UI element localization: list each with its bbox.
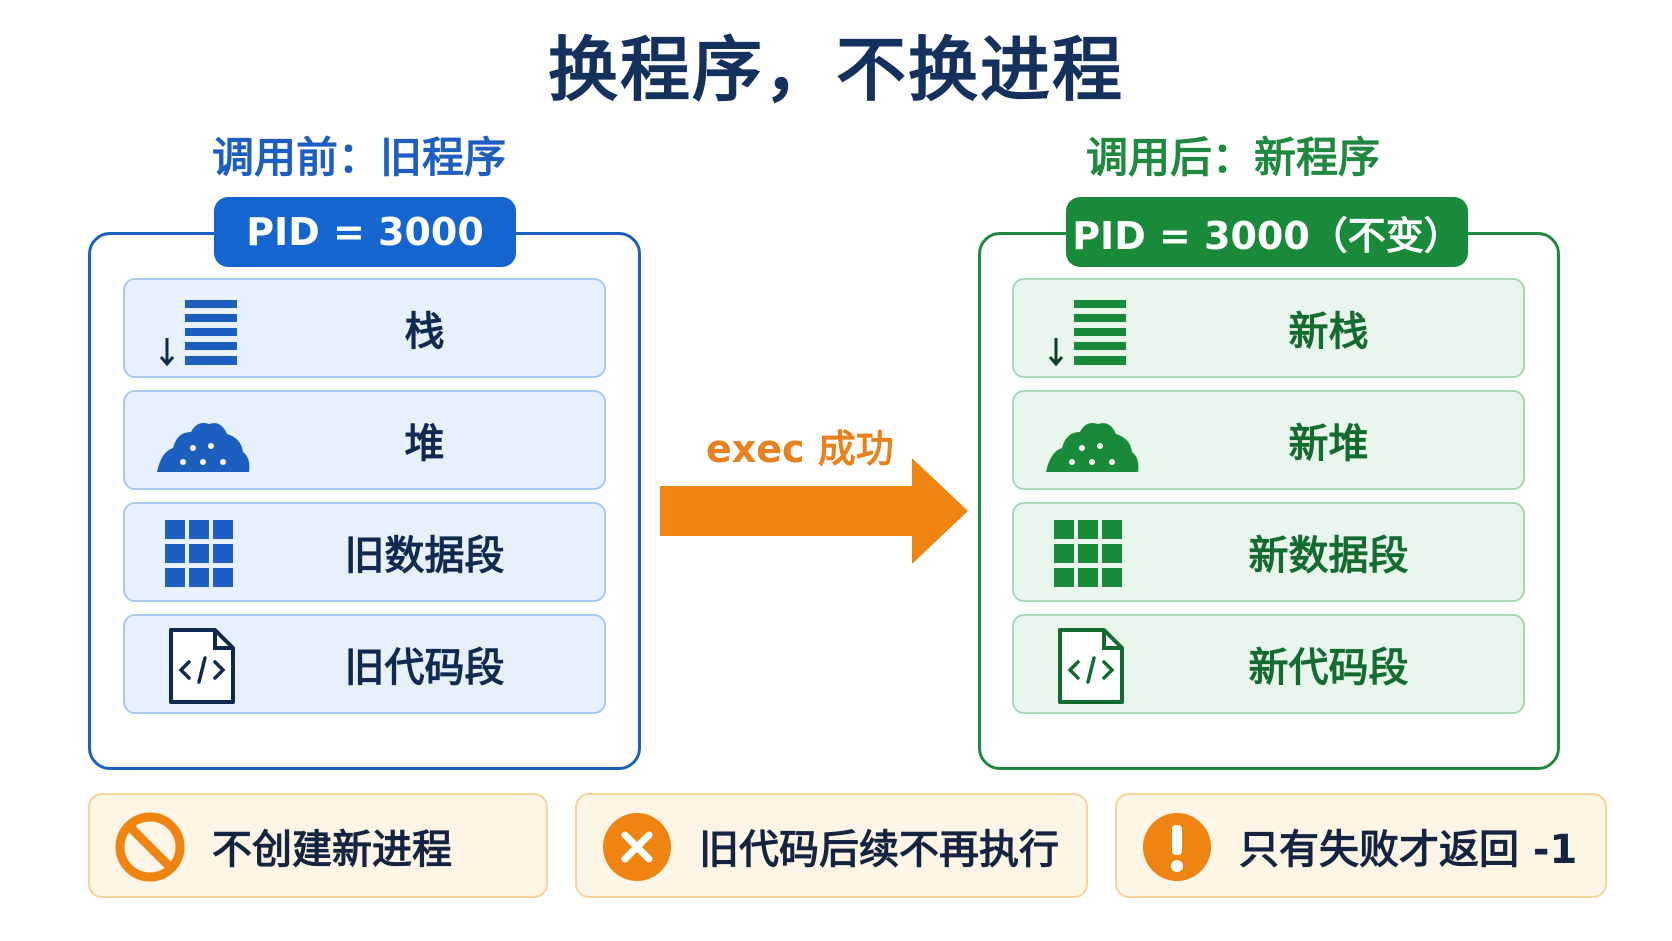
- after-code-row: 新代码段: [1012, 614, 1525, 714]
- stack-icon: [1048, 300, 1126, 367]
- x-circle-icon: [603, 813, 671, 881]
- page-title: 换程序，不换进程: [548, 29, 1124, 111]
- grid-icon: [1054, 520, 1122, 587]
- after-pid-badge: PID = 3000（不变）: [1066, 197, 1468, 267]
- code-file-icon: [169, 628, 235, 704]
- note-returns-on-failure: 只有失败才返回 -1: [1115, 793, 1607, 898]
- segment-label: 新数据段: [1248, 533, 1409, 579]
- before-heading: 调用前：旧程序: [212, 133, 507, 182]
- after-stack-row: 新栈: [1012, 278, 1525, 378]
- before-pid-badge: PID = 3000: [214, 197, 516, 267]
- before-stack-row: 栈: [123, 278, 606, 378]
- right-arrow-icon: [660, 458, 968, 564]
- note-text: 只有失败才返回 -1: [1239, 826, 1578, 873]
- segment-label: 旧数据段: [344, 533, 505, 579]
- after-heading: 调用后：新程序: [1086, 133, 1381, 182]
- after-heap-row: 新堆: [1012, 390, 1525, 490]
- segment-label: 新栈: [1288, 309, 1369, 355]
- heap-icon: [1046, 423, 1139, 472]
- exec-label: exec 成功: [706, 427, 894, 471]
- prohibited-icon: [115, 812, 185, 882]
- segment-label: 旧代码段: [344, 645, 505, 691]
- note-no-new-process: 不创建新进程: [88, 793, 548, 898]
- note-text: 旧代码后续不再执行: [699, 826, 1059, 873]
- heap-icon: [157, 423, 250, 472]
- grid-icon: [165, 520, 233, 587]
- note-text: 不创建新进程: [212, 826, 452, 873]
- segment-label: 新堆: [1288, 421, 1369, 467]
- stack-icon: [159, 300, 237, 367]
- segment-label: 新代码段: [1248, 645, 1409, 691]
- before-heap-row: 堆: [123, 390, 606, 490]
- segment-label: 堆: [404, 421, 445, 467]
- segment-label: 栈: [404, 309, 445, 355]
- code-file-icon: [1058, 628, 1124, 704]
- exclamation-icon: [1143, 813, 1211, 881]
- before-code-row: 旧代码段: [123, 614, 606, 714]
- before-data-row: 旧数据段: [123, 502, 606, 602]
- after-data-row: 新数据段: [1012, 502, 1525, 602]
- note-old-code-stops: 旧代码后续不再执行: [575, 793, 1088, 898]
